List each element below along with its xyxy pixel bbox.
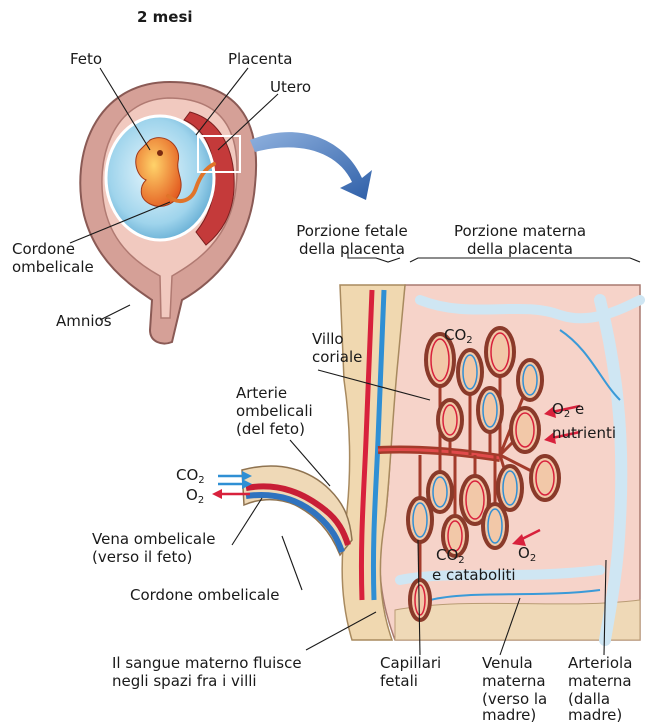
label-arteriola-2: materna [568,672,632,690]
villus-loop [410,580,430,620]
label-porzione-fetale-2: della placenta [290,240,414,258]
villus-loop [478,388,502,432]
label-nutrienti: nutrienti [552,424,616,442]
label-cordone-top-2: ombelicale [12,258,94,276]
label-co2-top: CO2 [444,326,473,350]
label-vena-2: (verso il feto) [92,548,192,566]
villus-loop [511,408,539,452]
label-amnios: Amnios [56,312,112,330]
label-sangue-1: Il sangue materno fluisce [112,654,302,672]
label-o2-out: O2 [186,486,204,510]
label-cataboliti: e cataboliti [432,566,516,584]
label-capillari-2: fetali [380,672,418,690]
label-venula-4: madre) [482,706,536,724]
label-arteriola-1: Arteriola [568,654,632,672]
label-arterie-3: (del feto) [236,420,305,438]
label-venula-1: Venula [482,654,533,672]
label-placenta: Placenta [228,50,292,68]
label-coriale: coriale [312,348,362,366]
label-arterie-2: ombelicali [236,402,313,420]
villus-loop [518,360,542,400]
villus-loop [531,456,559,500]
label-o2-low: O2 [518,544,536,568]
uterus [80,82,256,344]
villus-loop [438,400,462,440]
villus-loop [428,472,452,512]
label-utero: Utero [270,78,311,96]
label-o2-nutrienti: O2 e [552,400,584,424]
villus-loop [486,328,514,376]
label-cordone-bottom: Cordone ombelicale [130,586,279,604]
label-venula-2: materna [482,672,546,690]
label-arteriola-4: madre) [568,706,622,724]
villus-loop [483,504,507,548]
label-vena-1: Vena ombelicale [92,530,216,548]
diagram-title: 2 mesi [137,8,193,26]
label-feto: Feto [70,50,102,68]
villus-loop [498,466,522,510]
label-porzione-materna-1: Porzione materna [440,222,600,240]
label-sangue-2: negli spazi fra i villi [112,672,257,690]
label-cordone-top-1: Cordone [12,240,75,258]
zoom-arrow [250,132,372,200]
label-capillari-1: Capillari [380,654,441,672]
villus-loop [458,350,482,394]
fetus [136,138,181,207]
label-porzione-fetale-1: Porzione fetale [290,222,414,240]
label-arterie-1: Arterie [236,384,287,402]
label-porzione-materna-2: della placenta [440,240,600,258]
label-villo: Villo [312,330,344,348]
villus-loop [408,498,432,542]
